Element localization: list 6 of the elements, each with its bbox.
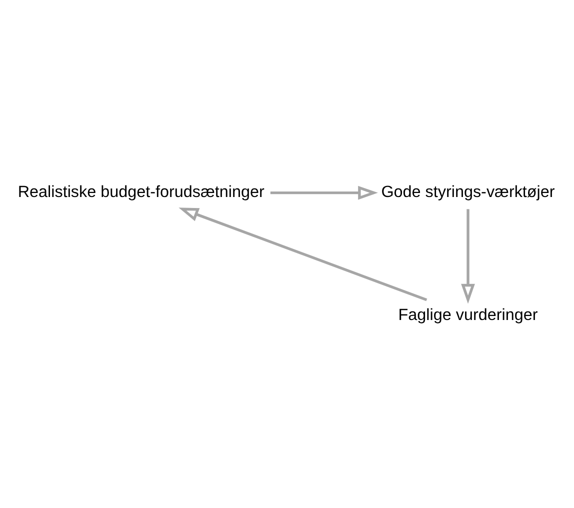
node-text: Realistiske budget-forudsætninger bbox=[18, 182, 264, 200]
node-text: Gode styrings-værktøjer bbox=[381, 182, 555, 200]
arrow bbox=[178, 207, 428, 301]
arrow bbox=[270, 185, 378, 200]
arrow bbox=[461, 208, 475, 304]
node-text: Faglige vurderinger bbox=[398, 306, 538, 324]
